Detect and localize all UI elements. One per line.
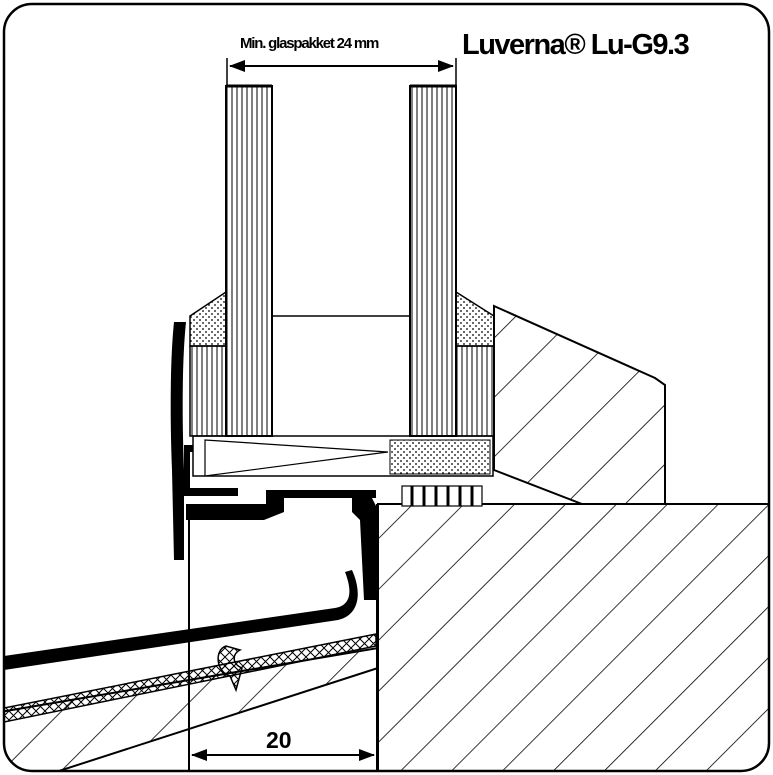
product-title: Luverna® Lu-G9.3 (462, 29, 690, 61)
glass-pane-right (409, 85, 457, 437)
sash-profile-section (493, 304, 666, 505)
sealant-block (389, 439, 491, 475)
edge-seal-left (189, 345, 227, 437)
glazing-wedge-left (189, 290, 227, 347)
window-frame-section (377, 503, 769, 771)
glazing-bead-left (170, 322, 186, 560)
cover-flashing (4, 570, 358, 670)
gasket-comb (401, 485, 483, 507)
setting-block-wedge (204, 439, 389, 477)
dimension-glass-package: Min. glaspakket 24 mm (226, 35, 457, 86)
glass-pane-left (225, 85, 273, 437)
glazing-profile-leg (352, 498, 376, 600)
glazing-profile-base (186, 490, 376, 520)
drip-detail (217, 645, 243, 693)
glazing-wedge-right (455, 290, 495, 347)
glazing-profile-lip (184, 445, 238, 496)
dimension-top-label: Min. glaspakket 24 mm (240, 35, 379, 52)
dimension-bottom-label: 20 (266, 727, 292, 753)
dimension-bottom: 20 (191, 727, 375, 761)
edge-seal-right (455, 345, 495, 437)
